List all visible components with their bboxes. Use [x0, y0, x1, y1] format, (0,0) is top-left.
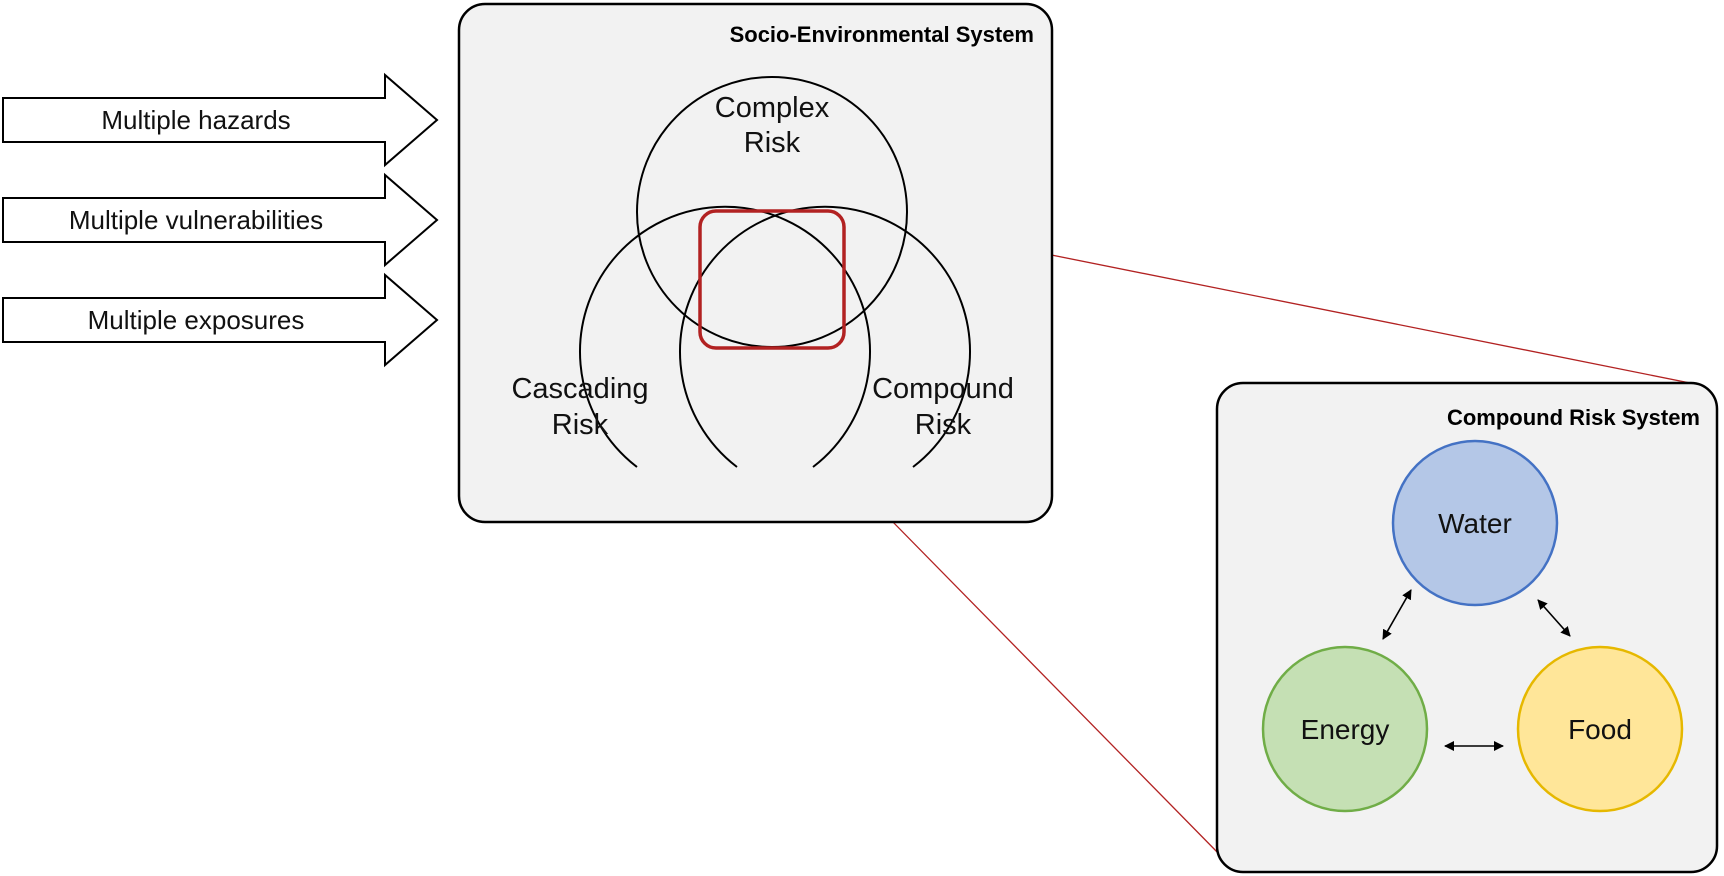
water-label: Water	[1438, 508, 1512, 539]
venn-label-compound-line2: Risk	[915, 409, 972, 441]
venn-label-complex-line2: Risk	[744, 127, 801, 159]
compound-risk-system-panel: Compound Risk System Water Energy Food	[1215, 381, 1719, 874]
energy-circle	[1261, 645, 1429, 813]
node-food: Food	[1516, 645, 1684, 813]
arrow-label-vulnerabilities: Multiple vulnerabilities	[69, 205, 323, 235]
node-energy: Energy	[1261, 645, 1429, 813]
arrow-multiple-hazards: Multiple hazards	[2, 72, 439, 168]
arrow-multiple-vulnerabilities: Multiple vulnerabilities	[2, 172, 439, 268]
energy-label: Energy	[1301, 714, 1390, 745]
node-water: Water	[1391, 439, 1559, 607]
link-water-energy	[1382, 589, 1412, 640]
venn-label-compound-line1: Compound	[872, 373, 1014, 405]
panel-frame	[457, 2, 1054, 524]
venn-label-cascading-line1: Cascading	[511, 373, 648, 405]
link-water-food	[1537, 599, 1571, 637]
panel-title-socio: Socio-Environmental System	[730, 22, 1034, 47]
food-circle	[1516, 645, 1684, 813]
water-circle	[1391, 439, 1559, 607]
venn-circle-cascading	[579, 205, 871, 468]
venn-label-complex-line1: Complex	[715, 92, 830, 124]
venn-label-cascading-line2: Risk	[552, 409, 609, 441]
panel-title-compound: Compound Risk System	[1447, 405, 1700, 430]
arrow-label-hazards: Multiple hazards	[101, 105, 290, 135]
venn-circle-compound	[679, 205, 971, 468]
arrow-shape	[2, 272, 439, 368]
arrow-shape	[2, 172, 439, 268]
venn-diagram: Complex Risk Cascading Risk Compound Ris…	[511, 76, 1014, 468]
socio-environmental-system-panel: Socio-Environmental System Complex Risk …	[457, 2, 1054, 524]
arrow-multiple-exposures: Multiple exposures	[2, 272, 439, 368]
arrow-shape	[2, 72, 439, 168]
food-label: Food	[1568, 714, 1632, 745]
intersection-highlight-box	[698, 209, 846, 350]
arrow-label-exposures: Multiple exposures	[88, 305, 305, 335]
